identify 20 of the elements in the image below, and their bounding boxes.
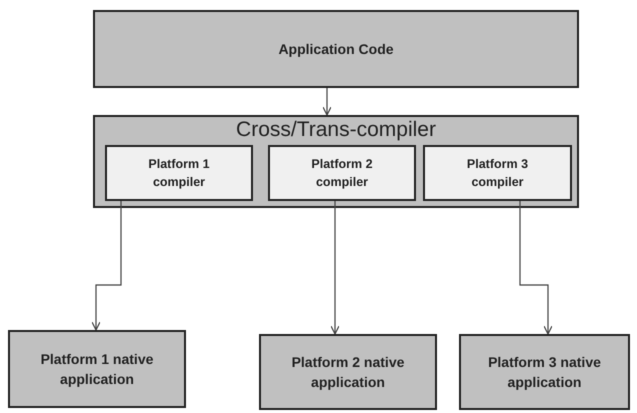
process-box xyxy=(268,145,416,201)
arrow xyxy=(330,201,340,335)
arrow xyxy=(322,88,332,116)
compiler-group-box xyxy=(93,115,579,208)
box-label: Platform 3 native application xyxy=(487,352,602,392)
box-label: Application Code xyxy=(278,40,394,59)
box-label: Platform 1 native application xyxy=(40,350,154,389)
group-title: Cross/Trans-compiler xyxy=(236,118,436,142)
arrow xyxy=(91,201,122,331)
process-box xyxy=(93,10,579,88)
box-label: Platform 2 native application xyxy=(290,352,406,392)
process-box xyxy=(8,330,186,408)
process-box xyxy=(259,334,437,410)
process-box xyxy=(105,145,253,201)
box-label: Platform 3 compiler xyxy=(466,156,530,191)
box-label: Platform 2 compiler xyxy=(310,156,374,191)
process-box xyxy=(459,334,630,410)
box-label: Platform 1 compiler xyxy=(147,156,211,191)
process-box xyxy=(423,145,572,201)
arrow xyxy=(519,201,553,335)
